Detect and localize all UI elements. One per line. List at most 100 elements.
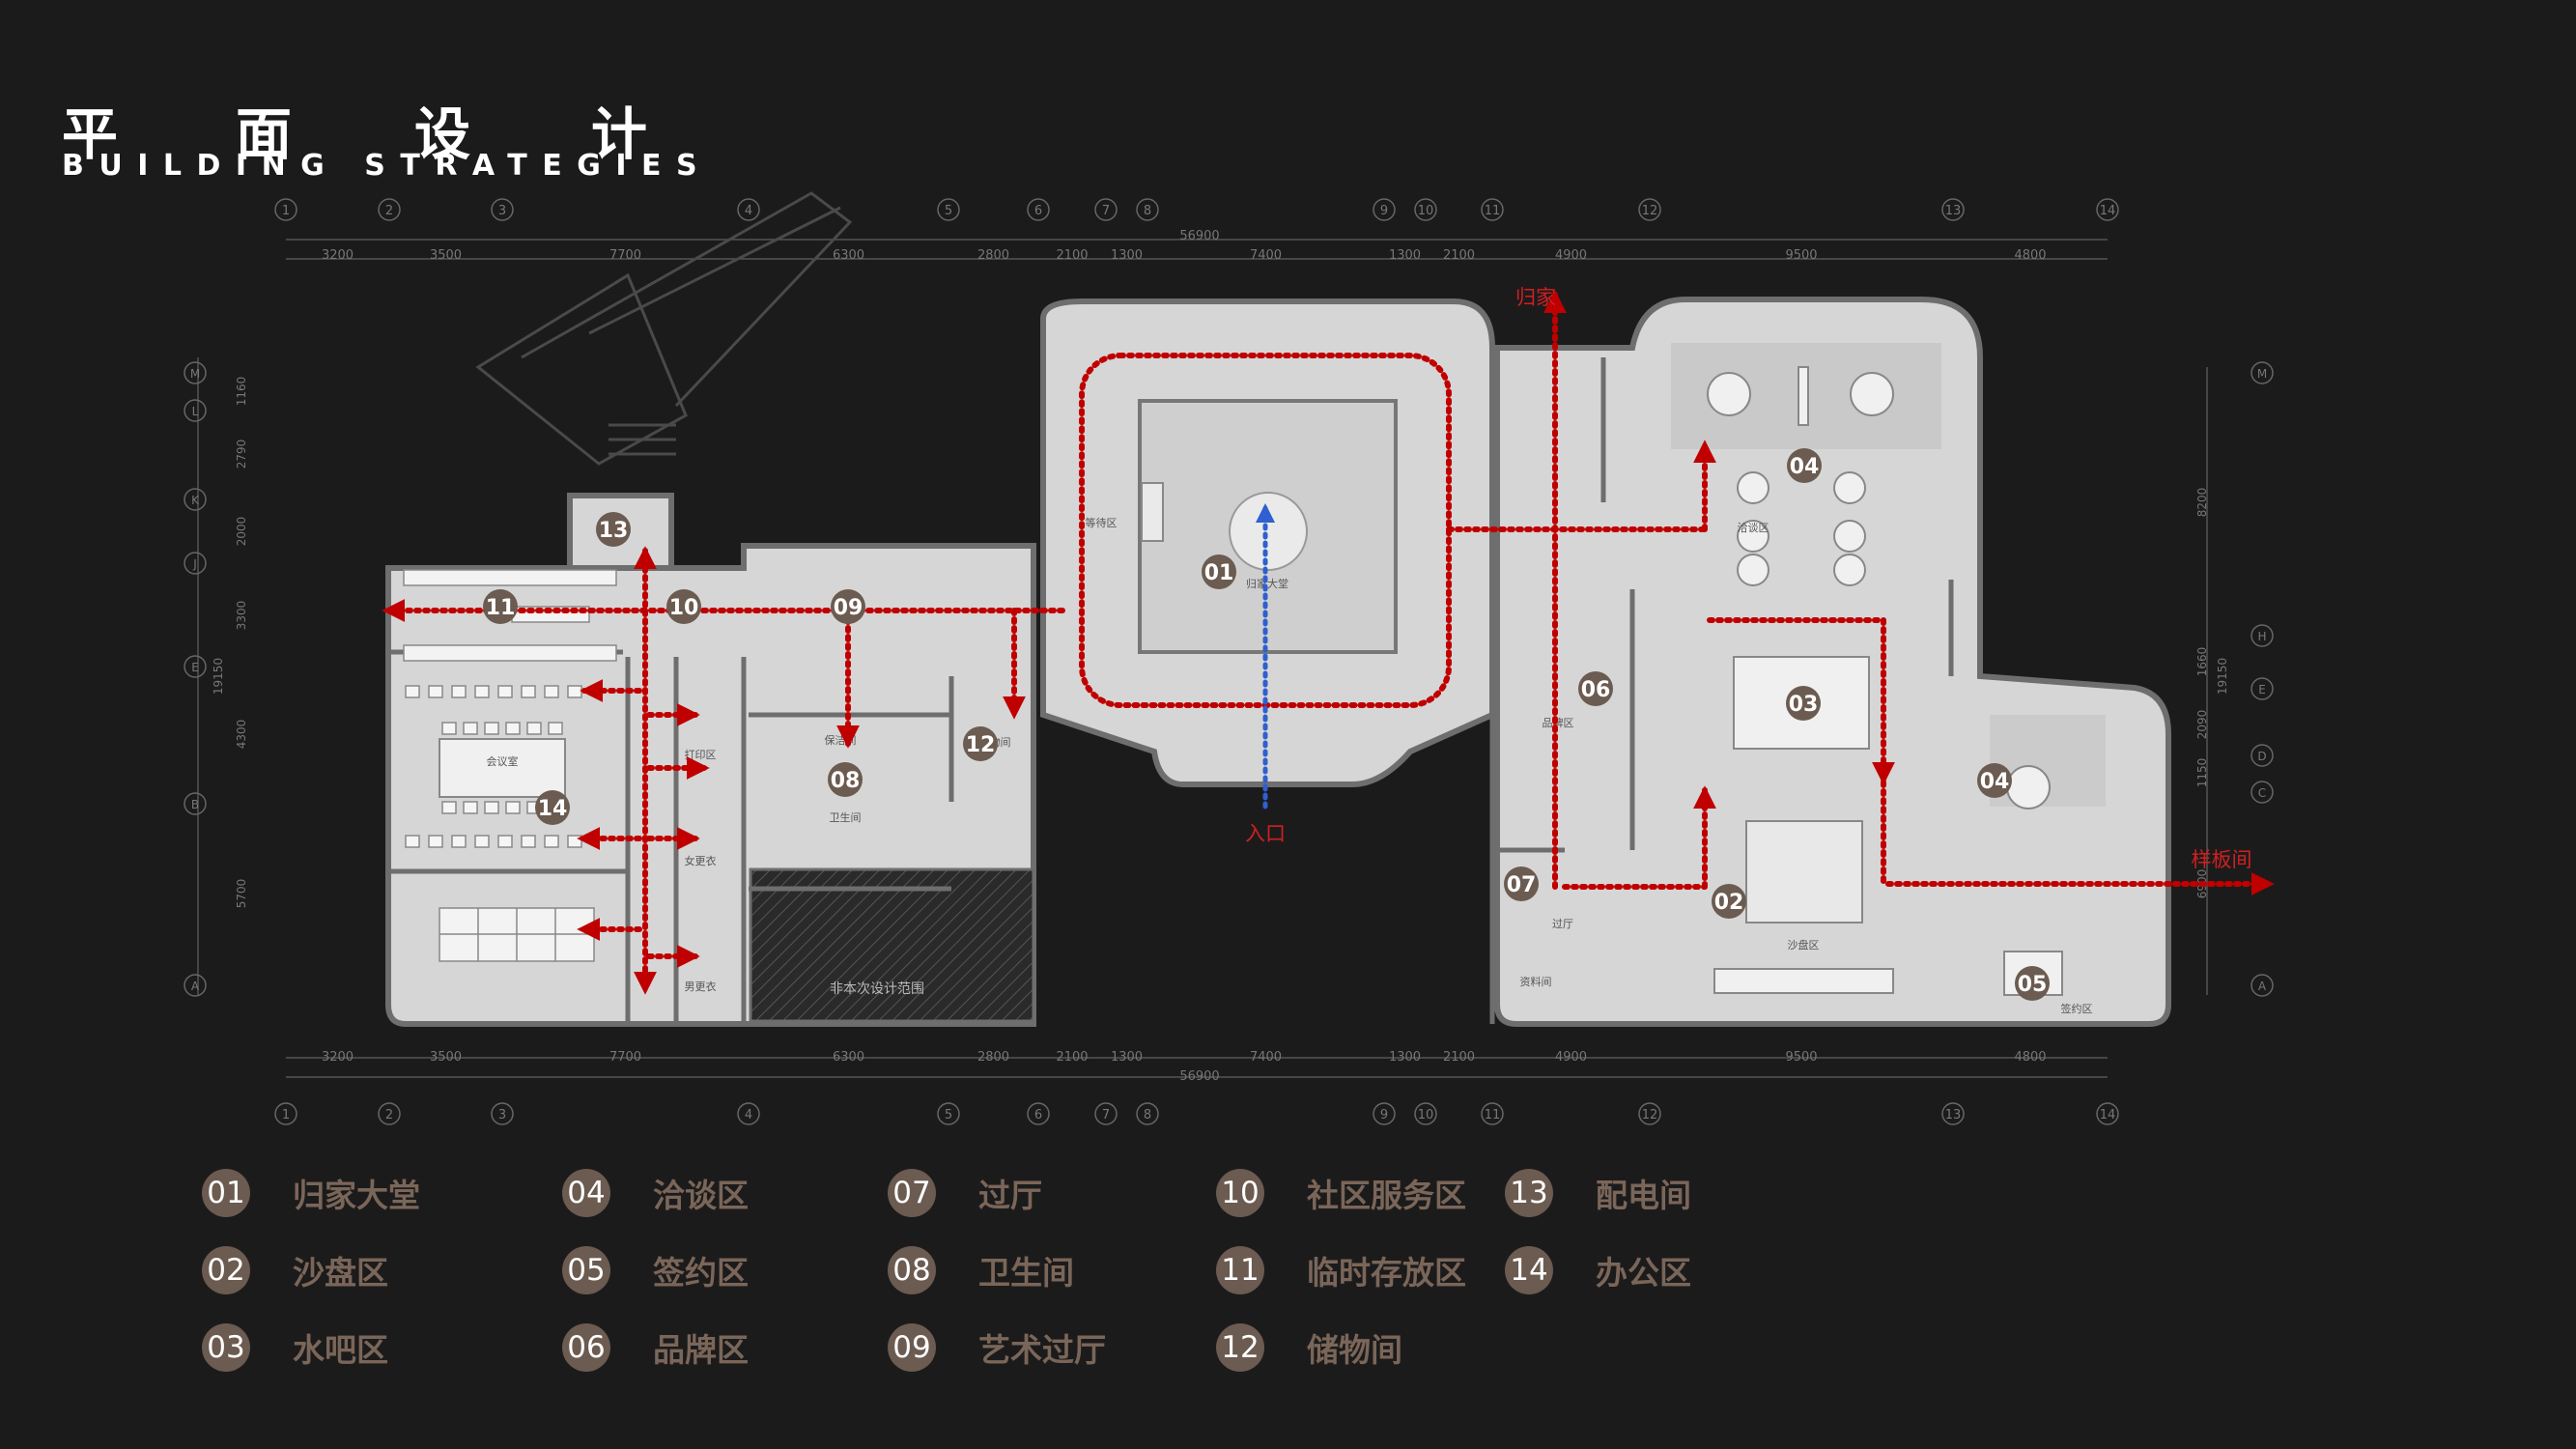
grid-bubble [2250,744,2274,767]
grid-letter: A [2258,980,2267,993]
page-title-cn: 平 面 设 计 [62,89,647,167]
dimension-value: 7400 [1250,1050,1282,1065]
grid-letter: A [191,980,200,993]
dimension-value: 4800 [2014,248,2046,263]
zone-badge-number: 05 [2018,973,2048,997]
dimension-value: 2000 [235,517,248,547]
zone-badge [828,762,863,797]
grid-bubble [937,198,960,221]
dimension-value: 3300 [235,601,248,631]
dimension-value: 1300 [1389,248,1421,263]
grid-bubble [491,198,514,221]
dimension-value: 9500 [1785,248,1817,263]
dimension-value: 1660 [2195,647,2209,677]
zone-badge [1202,554,1236,589]
zone-badge-number: 04 [1980,770,2010,794]
grid-bubble [937,1102,960,1125]
grid-number: 2 [385,204,393,218]
grid-letter: C [2258,786,2266,800]
grid-bubble [184,552,207,575]
grid-bubble [2096,1102,2119,1125]
dimension-value: 8200 [2195,488,2209,518]
grid-letter: L [192,405,199,418]
zone-badge-number: 07 [1507,873,1537,897]
dimension-value: 4900 [1555,1050,1587,1065]
hall-label: 过厅 [1552,918,1573,930]
grid-bubble [1373,1102,1396,1125]
clean-room-label: 保洁间 [825,733,857,747]
dimension-value: 7700 [609,248,641,263]
grid-letter: E [191,661,199,674]
grid-letter: H [2257,630,2266,643]
male-label: 男更衣 [685,980,717,993]
dimension-value: 1150 [2195,758,2209,788]
grid-bubble [184,399,207,422]
zone-badge [483,589,518,624]
zone-badge [963,726,998,761]
grid-bubble [1094,1102,1118,1125]
grid-bubble [2250,361,2274,384]
grid-number: 1 [282,1108,290,1122]
title-char: 设 [414,101,471,167]
grid-number: 7 [1102,204,1110,218]
dimension-value: 1300 [1111,1050,1143,1065]
dimension-value: 2100 [1056,248,1088,263]
title-char: 平 [62,101,119,167]
grid-number: 9 [1380,1108,1388,1122]
zone-badge-number: 09 [834,596,863,620]
dimension-value: 1160 [235,377,248,407]
zone-badge [535,790,570,825]
chandelier [1229,492,1308,571]
home-label: 归家 [1515,286,1556,309]
grid-bubble [737,1102,760,1125]
grid-number: 9 [1380,204,1388,218]
grid-bubble [2250,624,2274,647]
title-char: 面 [236,101,293,167]
grid-number: 8 [1144,204,1151,218]
sandtable-label: 沙盘区 [1788,938,1820,952]
grid-bubble [184,361,207,384]
dimension-value: 2800 [977,1050,1009,1065]
grid-number: 6 [1034,1108,1042,1122]
east-furniture [1671,343,2106,996]
grid-number: 12 [1642,1108,1658,1122]
data-room-label: 资料间 [1520,975,1552,988]
zone-badge [1504,867,1539,901]
dimension-value: 19150 [212,658,225,695]
grid-bubble [1941,1102,1965,1125]
grid-number: 1 [282,204,290,218]
toilet-label: 卫生间 [830,810,862,824]
grid-number: 11 [1485,1108,1501,1122]
grid-number: 7 [1102,1108,1110,1122]
dimension-value: 2100 [1056,1050,1088,1065]
out-of-scope-area [749,867,1035,1023]
zone-badge-number: 04 [1790,455,1820,479]
grid-bubble [1094,198,1118,221]
dimension-value: 2790 [235,440,248,469]
entrance-label: 入口 [1245,822,1286,845]
interior-walls [391,348,1954,1024]
exterior-stair [475,191,853,466]
grid-number: 12 [1642,204,1658,218]
negotiation-label: 洽谈区 [1738,522,1769,534]
grid-bubble [184,974,207,997]
grid-number: 3 [498,204,506,218]
zone-badge [1786,686,1821,721]
dimension-value: 2800 [977,248,1009,263]
grid-bubble [274,198,297,221]
grid-bubble [1136,198,1159,221]
zone-badge [1787,448,1822,483]
zone-badge [1712,884,1746,919]
grid-bubble [491,1102,514,1125]
grid-bubble [1414,1102,1437,1125]
office-workstations [439,907,595,962]
dimension-value: 5700 [235,879,248,909]
dimension-value: 6300 [833,1050,864,1065]
dimension-value: 1300 [1111,248,1143,263]
zone-badge [2015,966,2050,1001]
title-char: 计 [591,101,648,167]
grid-letter: D [2257,750,2266,763]
grid-number: 11 [1485,204,1501,218]
